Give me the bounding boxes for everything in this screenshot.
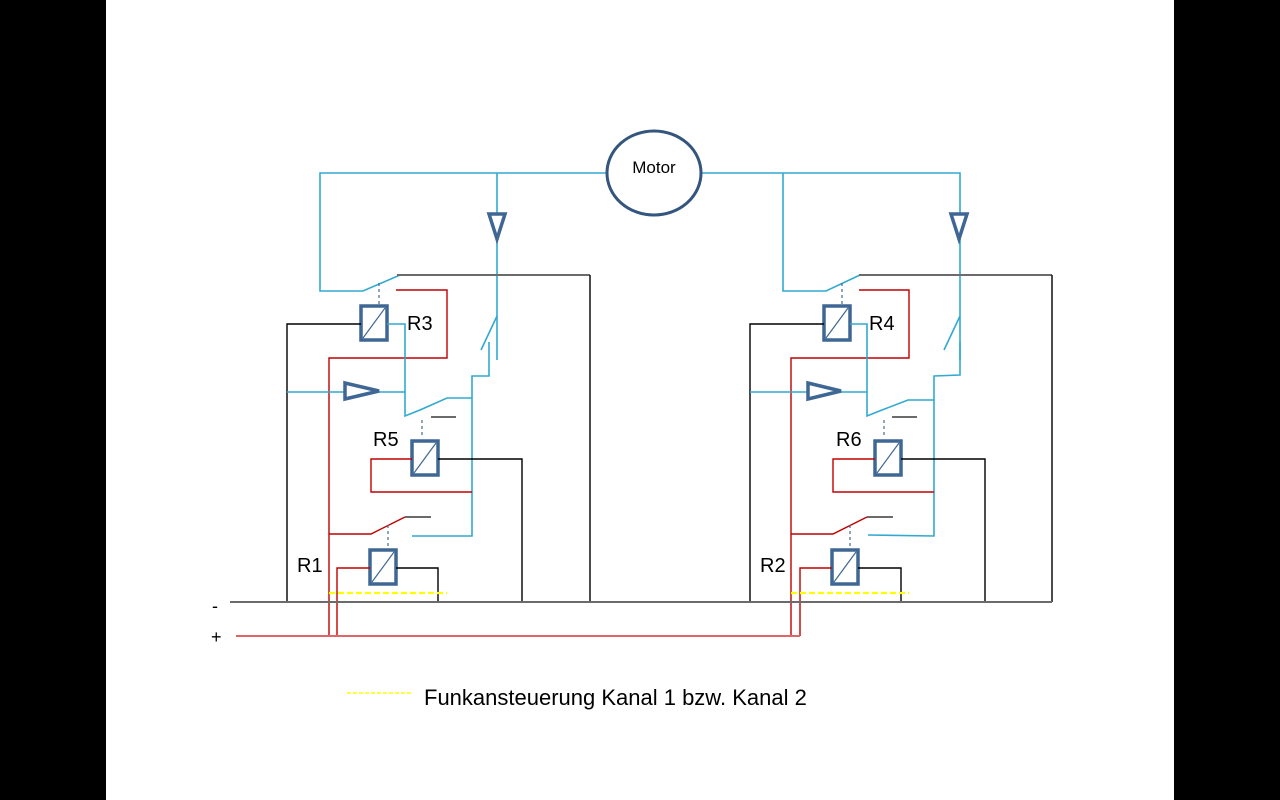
relay-r1-coil-diag [371,551,395,583]
diode-icon [806,380,842,402]
wire-r3-coil-neg [286,323,361,602]
switch-vertical-right [943,315,961,351]
relay-r2-label: R2 [760,555,786,577]
wire-r2-coil-red [799,567,832,636]
right-channel: R4 R6 R2 [701,172,1053,636]
wire-r3-red-contact [328,289,448,636]
relay-r6-coil-diag [876,442,900,474]
wire-right-switch-feed [782,173,861,292]
wire-r4-red-contact [790,289,910,636]
wire-r5-coil-neg [438,458,523,602]
relay-r2-coil-diag [833,551,857,583]
wire-r1-coil-neg [396,567,439,602]
wire-r5-coil-red [370,458,472,493]
motor-label: Motor [632,158,676,177]
wire-r4-coil-blue [850,323,934,418]
diode-icon [343,380,380,402]
motor-icon [605,129,703,217]
diode-icon [486,212,508,245]
wire-switch-vertical-lower [412,342,490,537]
left-channel: R3 R5 R1 [286,172,607,636]
wire-switch-vertical-lower-right [867,342,961,537]
relay-r6-label: R6 [836,429,862,451]
wire-r2-coil-neg [858,567,902,602]
wire-motor-left [319,172,607,292]
wire-motor-right [701,172,961,360]
relay-r3-coil-diag [362,307,386,339]
wire-r2-contact-red [791,516,868,535]
wire-r1-coil-red [336,567,370,636]
switch-vertical-left [480,315,498,351]
relay-r5-coil [410,439,440,477]
plus-label: + [211,627,222,647]
relay-r4-label: R4 [869,313,895,335]
wire-r1-contact-red [329,516,406,535]
wire-r6-coil-red [832,458,934,493]
relay-r1-label: R1 [297,555,323,577]
relay-r3-label: R3 [407,313,433,335]
relay-r4-coil-diag [825,307,849,339]
wire-r6-coil-neg [901,458,986,602]
relay-r5-coil-diag [413,442,437,474]
wire-r4-coil-neg [749,323,824,602]
diode-icon [948,212,970,245]
wire-r3-coil-blue [387,323,472,418]
relay-r5-label: R5 [373,429,399,451]
minus-label: - [212,596,218,616]
legend-text: Funkansteuerung Kanal 1 bzw. Kanal 2 [424,685,807,710]
